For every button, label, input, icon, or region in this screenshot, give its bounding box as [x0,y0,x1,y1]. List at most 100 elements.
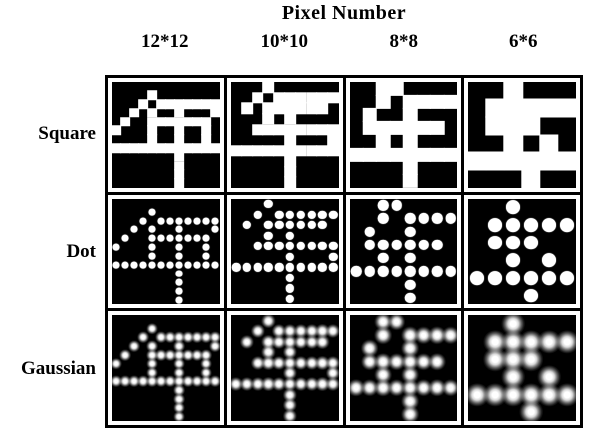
gaussian-pixel [191,349,204,361]
gaussian-pixel [173,357,186,370]
gaussian-pixel [182,375,195,388]
square-pixel [305,102,318,115]
gaussian-pixel [173,331,186,344]
square-pixel [362,121,377,136]
dot-pixel [184,234,192,242]
dot-pixel [328,242,338,251]
gaussian-pixel [304,355,319,370]
gaussian-pixel [483,347,508,371]
gaussian-pixel [326,355,339,370]
gaussian-pixel [374,366,393,384]
bitmap-field [112,198,220,305]
dot-pixel [404,252,416,264]
square-pixel [192,99,203,109]
gaussian-pixel [155,375,168,388]
gaussian-pixel [200,366,213,379]
column-header-10x10: 10*10 [260,31,309,52]
column-header-8x8: 8*8 [389,31,419,52]
gaussian-pixel [261,345,276,360]
row-labels: Square Dot Gaussian [0,75,101,428]
gaussian-pixel [501,347,525,371]
square-pixel [183,116,194,127]
dot-pixel [542,271,557,285]
gaussian-pixel [401,366,419,384]
gaussian-pixel [209,340,220,352]
gaussian-pixel [441,326,458,344]
gaussian-pixel [315,324,330,339]
gaussian-pixel [414,326,433,344]
square-pixel [192,116,203,127]
gaussian-pixel [282,387,298,402]
cell-square-6x6 [464,78,580,192]
dot-pixel [506,253,521,268]
square-pixel [262,144,275,157]
square-pixel [138,99,149,109]
square-pixel [389,147,404,162]
pixel-grid [105,75,583,428]
gaussian-pixel [293,334,308,349]
dot-pixel [524,218,539,232]
dot-pixel [285,220,295,230]
dot-pixel [112,261,120,269]
gaussian-pixel [173,340,186,352]
dot-pixel [307,242,316,251]
square-pixel [147,143,158,153]
square-pixel [429,94,445,109]
dot-pixel [264,199,273,209]
dot-pixel [275,242,284,251]
dot-pixel [202,261,210,269]
square-pixel [316,92,329,104]
gaussian-pixel [173,393,186,405]
gaussian-pixel [360,352,379,371]
gaussian-pixel [119,375,132,388]
dot-pixel [445,213,456,224]
square-pixel [284,102,296,115]
dot-pixel [542,218,557,232]
gaussian-pixel [483,382,508,407]
square-pixel [210,99,220,109]
column-header-12x12: 12*12 [141,31,189,52]
dot-pixel [350,266,362,277]
gaussian-pixel [112,357,123,370]
square-pixel [327,123,339,136]
gaussian-pixel [519,347,543,371]
bitmap-field [112,315,220,421]
dot-pixel [391,239,402,251]
dot-pixel [404,266,416,277]
square-pixel [402,107,418,123]
dot-pixel [175,278,183,286]
gaussian-pixel [155,349,168,361]
dot-pixel [377,252,389,264]
square-pixel [165,99,176,109]
square-pixel [174,178,185,188]
cell-dot-12x12 [108,194,224,309]
square-pixel [521,151,541,171]
gaussian-pixel [326,324,339,339]
gaussian-pixel [272,324,287,339]
gaussian-pixel [250,355,265,370]
dot-pixel [202,234,210,242]
dot-pixel [166,261,174,269]
square-pixel [402,147,418,162]
square-pixel [147,134,158,144]
gaussian-pixel [401,339,419,358]
dot-pixel [148,252,156,260]
dot-pixel [285,242,295,251]
square-pixel [174,169,185,180]
square-pixel [443,94,458,109]
gaussian-pixel [191,331,204,344]
gaussian-pixel [282,366,298,381]
dot-pixel [404,226,416,237]
square-pixel [112,143,122,153]
dot-pixel [211,217,219,225]
dot-pixel [253,210,262,219]
square-pixel [443,147,458,162]
square-pixel [375,134,391,149]
gaussian-pixel [555,382,576,407]
gaussian-pixel [282,345,298,360]
square-pixel [174,143,185,153]
cell-dot-10x10 [226,194,343,309]
dot-pixel [542,253,557,268]
gaussian-pixel [200,331,213,344]
dot-pixel [506,218,521,232]
